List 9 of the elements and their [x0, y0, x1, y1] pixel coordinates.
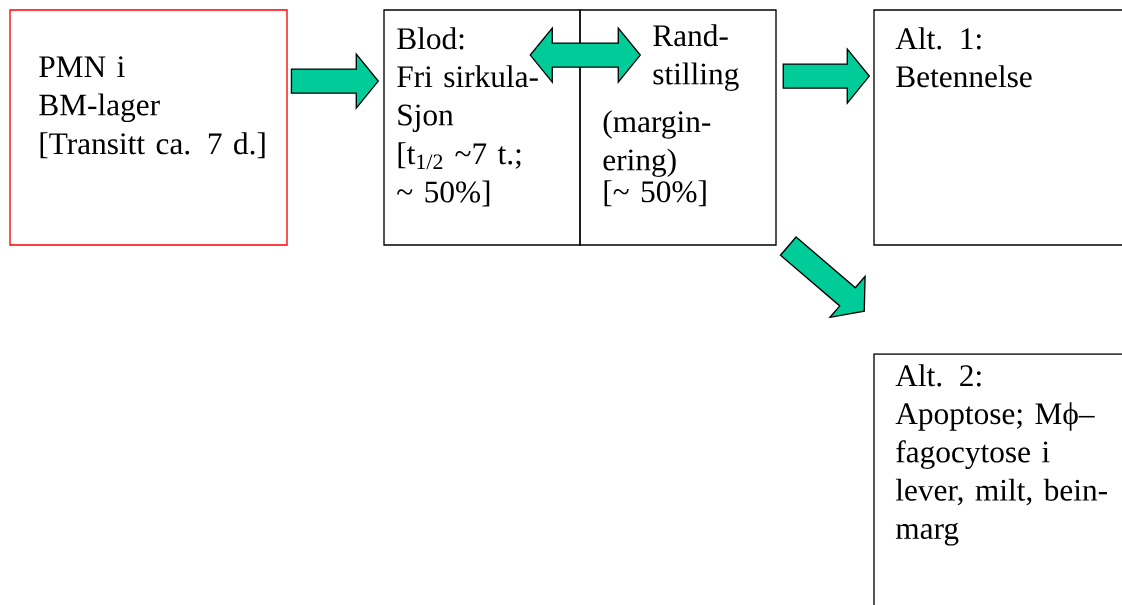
block-arrow	[782, 47, 871, 105]
process-box: Alt. 1: Betennelse	[873, 9, 1122, 246]
process-box: Blod: Fri sirkula- Sjon [t$_{1/2}$ ~7 t.; ~ 50%]	[383, 9, 581, 246]
process-box: PMN i BM-lager [Transitt ca. 7 d.]	[9, 9, 288, 246]
block-arrow	[779, 236, 866, 319]
block-arrow	[529, 26, 642, 84]
block-arrow	[290, 52, 380, 110]
process-box: Rand- stilling (margin- ering) [~ 50%]	[579, 9, 777, 246]
process-box: Alt. 2: Apoptose; Mϕ– fagocytose i lever, milt, bein- marg	[873, 353, 1122, 605]
